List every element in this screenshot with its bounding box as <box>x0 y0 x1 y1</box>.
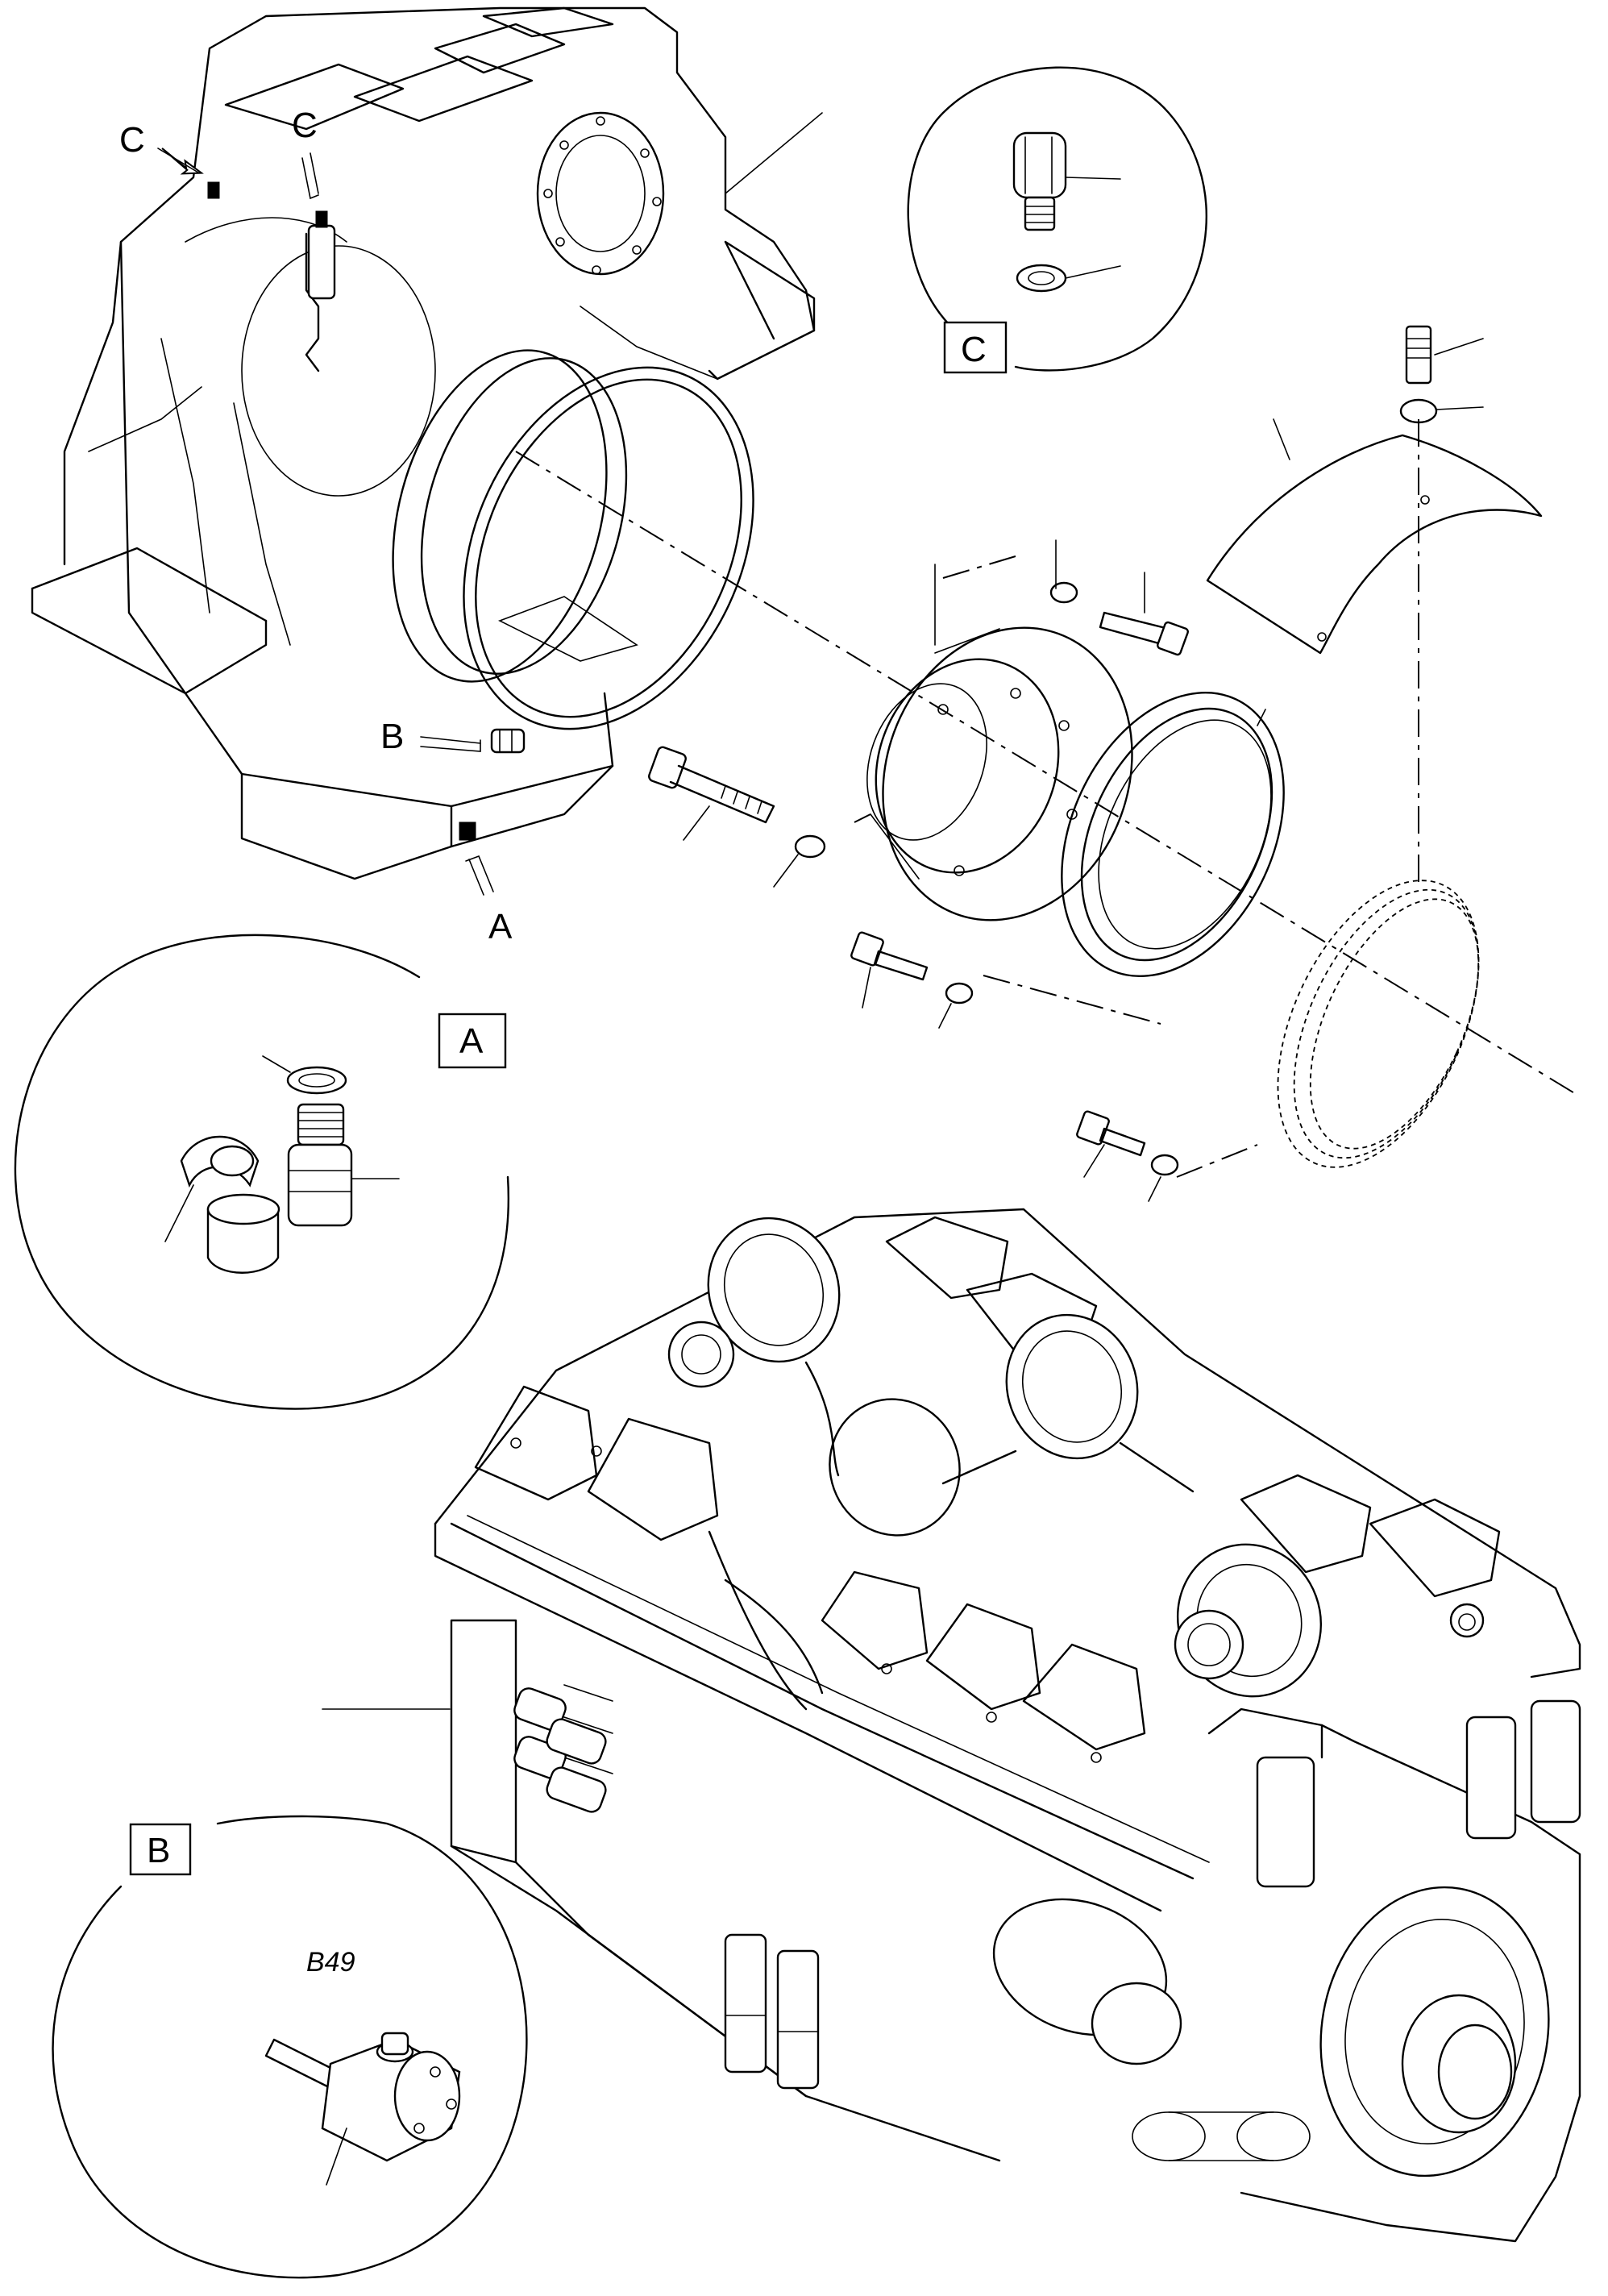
detail-a-box <box>438 1013 507 1069</box>
callout-label: C <box>119 120 145 160</box>
callout-label: A <box>488 907 513 946</box>
diesel-engine <box>322 1208 1581 2243</box>
callout-c-left: C <box>119 120 204 175</box>
detail-a-label: A <box>459 1021 484 1061</box>
detail-b-box <box>129 1823 192 1876</box>
callout-label: C <box>292 106 318 145</box>
detail-c-box <box>943 321 1008 374</box>
center-coupling <box>515 451 1581 1202</box>
cover-shield <box>1206 325 1543 887</box>
callout-c-mid: C <box>292 106 319 200</box>
detail-c-label: C <box>961 330 987 369</box>
callout-label: B <box>380 717 404 756</box>
long-bolt <box>648 746 826 888</box>
detail-c: C <box>907 66 1207 374</box>
small-bolt-upper <box>1049 539 1189 656</box>
callout-a-bottom: A <box>465 855 513 946</box>
detail-b-part-code: B49 <box>306 1947 355 1978</box>
small-bolt-lower <box>1076 1110 1179 1202</box>
small-bolt-middle <box>850 931 974 1029</box>
detail-b-label: B <box>147 1831 170 1870</box>
detail-a: A <box>14 934 510 1410</box>
gearbox-housing <box>31 6 823 880</box>
detail-b: B B49 <box>52 1815 528 2279</box>
callout-b-side: B <box>380 717 481 756</box>
